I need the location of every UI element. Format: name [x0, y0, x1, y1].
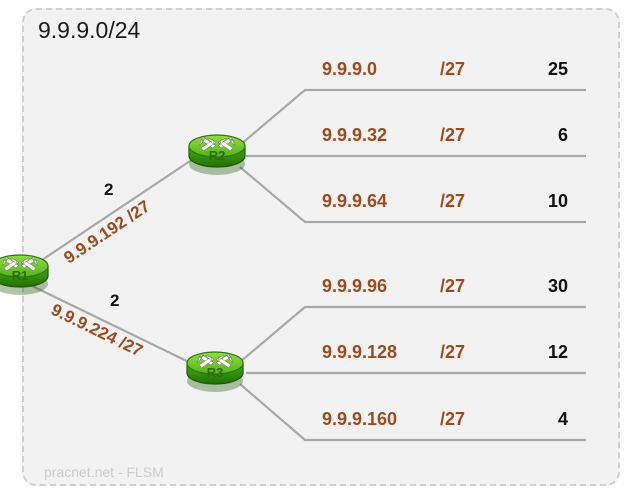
- link-r1-r2-line: [23, 154, 200, 273]
- subnet-network: 9.9.9.0: [322, 58, 378, 79]
- subnet-row-upper-3: 9.9.9.64 /27 10: [322, 188, 588, 214]
- subnet-row-upper-1: 9.9.9.0 /27 25: [322, 56, 588, 82]
- subnet-hosts: 25: [547, 58, 568, 79]
- branch-line-lower-3: [239, 383, 586, 442]
- subnet-mask: /27: [440, 341, 466, 362]
- subnet-row-lower-1: 9.9.9.96 /27 30: [322, 273, 588, 299]
- subnet-mask: /27: [440, 58, 466, 79]
- subnet-network: 9.9.9.128: [322, 341, 398, 362]
- subnet-mask: /27: [440, 275, 466, 296]
- r3-branch-lines: [239, 305, 586, 442]
- subnet-network: 9.9.9.64: [322, 190, 388, 211]
- router-r2-label: R2: [209, 148, 226, 163]
- subnet-hosts: 4: [557, 408, 568, 429]
- subnet-mask: /27: [440, 190, 466, 211]
- router-r3-label: R3: [207, 365, 224, 380]
- router-r1-label: R1: [12, 268, 29, 283]
- trunk-links: [23, 154, 200, 367]
- subnet-network: 9.9.9.160: [322, 408, 398, 429]
- subnet-mask: /27: [440, 124, 466, 145]
- link-r1-r3-metric: 2: [110, 291, 120, 310]
- branch-line-upper-1: [239, 88, 586, 146]
- subnet-row-lower-3: 9.9.9.160 /27 4: [322, 406, 588, 432]
- subnet-hosts: 6: [557, 124, 568, 145]
- subnet-row-lower-2: 9.9.9.128 /27 12: [322, 339, 588, 365]
- subnet-hosts: 12: [547, 341, 568, 362]
- r2-branch-lines: [239, 88, 586, 224]
- subnet-network: 9.9.9.96: [322, 275, 388, 296]
- router-r3[interactable]: R3: [186, 351, 244, 393]
- branch-line-upper-3: [239, 166, 586, 224]
- diagram-boundary: [22, 8, 620, 486]
- router-r2[interactable]: R2: [188, 134, 246, 176]
- router-r1[interactable]: R1: [0, 254, 49, 296]
- branch-line-lower-1: [239, 305, 586, 363]
- subnet-hosts: 30: [547, 275, 568, 296]
- subnet-network: 9.9.9.32: [322, 124, 388, 145]
- subnet-hosts: 10: [547, 190, 568, 211]
- link-r1-r3-line: [23, 281, 198, 367]
- subnet-row-upper-2: 9.9.9.32 /27 6: [322, 122, 588, 148]
- page-title: 9.9.9.0/24: [38, 17, 141, 43]
- subnet-mask: /27: [440, 408, 466, 429]
- watermark: pracnet.net - FLSM: [44, 464, 164, 480]
- link-r1-r2-metric: 2: [104, 180, 114, 199]
